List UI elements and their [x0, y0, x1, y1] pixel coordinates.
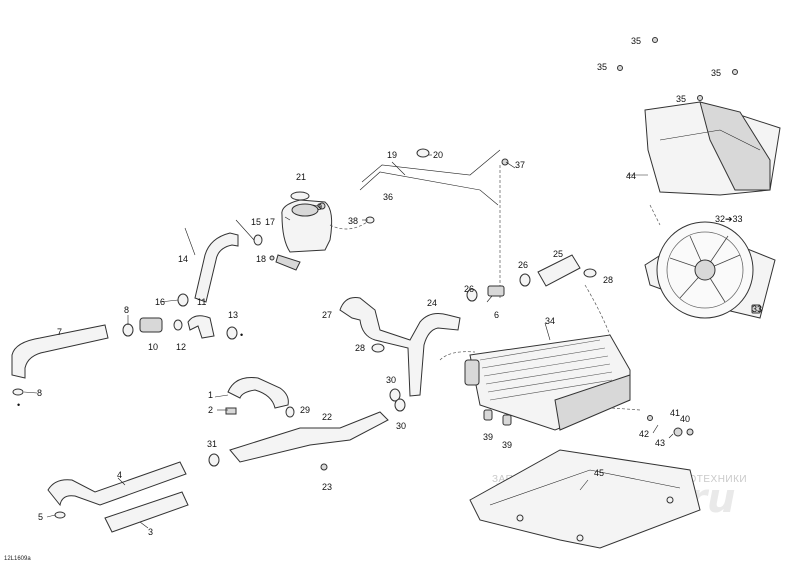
label-10: 10 [148, 342, 158, 352]
label-17: 17 [265, 217, 275, 227]
radiator-guard [469, 449, 701, 549]
label-31: 31 [207, 439, 217, 449]
label-33: 33 [752, 304, 762, 314]
label-39-right: 39 [502, 440, 512, 450]
label-7: 7 [57, 327, 62, 337]
label-35-top: 35 [631, 36, 641, 46]
label-42: 42 [639, 429, 649, 439]
label-5: 5 [38, 512, 43, 522]
label-37: 37 [515, 160, 525, 170]
label-18: 18 [256, 254, 266, 264]
label-14: 14 [178, 254, 188, 264]
label-13: 13 [228, 310, 238, 320]
cooling-fan [644, 221, 776, 319]
label-21: 21 [296, 172, 306, 182]
label-26-right: 26 [518, 260, 528, 270]
label-9: 9 [317, 202, 322, 212]
label-2: 2 [208, 405, 213, 415]
callout-labels: 1 2 3 4 5 6 7 8 8 9 10 11 12 13 14 15 16… [37, 36, 762, 537]
label-3: 3 [148, 527, 153, 537]
label-4: 4 [117, 470, 122, 480]
label-11: 11 [197, 297, 206, 307]
label-27: 27 [322, 310, 332, 320]
label-40: 40 [680, 414, 690, 424]
svg-text:•: • [240, 330, 243, 340]
label-41: 41 [670, 408, 680, 418]
label-34: 34 [545, 316, 555, 326]
label-15: 15 [251, 217, 261, 227]
label-28-right: 28 [603, 275, 613, 285]
label-8-bottom: 8 [37, 388, 42, 398]
label-25: 25 [553, 249, 563, 259]
label-44: 44 [626, 171, 636, 181]
label-32-33: 32➔33 [715, 214, 743, 224]
label-43: 43 [655, 438, 665, 448]
label-19: 19 [387, 150, 397, 160]
label-45: 45 [594, 468, 604, 478]
leader-lines [23, 154, 674, 529]
label-26-left: 26 [464, 284, 474, 294]
hoses [11, 149, 581, 533]
label-16: 16 [155, 297, 165, 307]
label-12: 12 [176, 342, 186, 352]
label-28-left: 28 [355, 343, 365, 353]
label-30-left: 30 [386, 375, 396, 385]
label-22: 22 [322, 412, 332, 422]
label-38: 38 [348, 216, 358, 226]
label-30-right: 30 [396, 421, 406, 431]
svg-text:•: • [17, 400, 20, 410]
label-35-left: 35 [597, 62, 607, 72]
label-35-right: 35 [711, 68, 721, 78]
label-23: 23 [322, 482, 332, 492]
label-39-left: 39 [483, 432, 493, 442]
label-35-mid: 35 [676, 94, 686, 104]
label-24: 24 [427, 298, 437, 308]
label-20: 20 [433, 150, 443, 160]
label-1: 1 [208, 390, 213, 400]
label-29: 29 [300, 405, 310, 415]
fan-shroud [644, 101, 781, 196]
label-8-top: 8 [124, 305, 129, 315]
clamps [12, 37, 761, 519]
label-36: 36 [383, 192, 393, 202]
label-6: 6 [494, 310, 499, 320]
coolant-reservoir [275, 191, 333, 271]
reference-code: 12L1609a [4, 556, 31, 562]
